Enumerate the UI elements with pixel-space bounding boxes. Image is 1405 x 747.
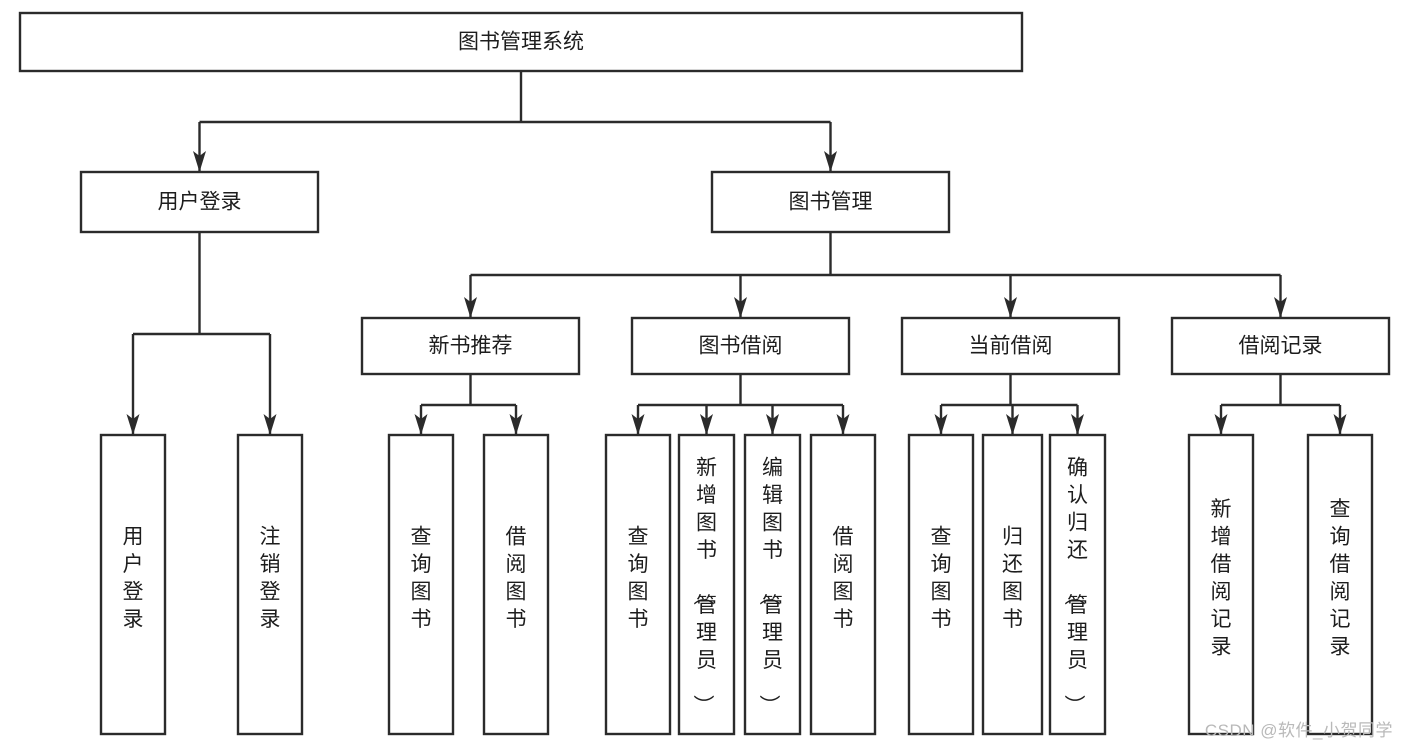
node-box <box>1187 433 1255 736</box>
node-label: 归还图书 <box>1002 525 1023 631</box>
edge-arrowhead <box>1071 414 1084 435</box>
edge-arrowhead <box>824 151 837 172</box>
node-box <box>79 170 320 234</box>
node-label: 查询借阅记录 <box>1330 498 1351 659</box>
node-label: 图书管理系统 <box>458 31 584 54</box>
node-leaf-return-book[interactable]: 归还图书 <box>981 433 1044 736</box>
node-box <box>1170 316 1391 376</box>
edge-arrowhead <box>464 297 477 318</box>
node-box <box>1306 433 1374 736</box>
node-leaf-query-book-3[interactable]: 查询图书 <box>907 433 975 736</box>
node-box <box>907 433 975 736</box>
node-box <box>809 433 877 736</box>
node-leaf-user-login[interactable]: 用户登录 <box>99 433 167 736</box>
node-leaf-confirm-return[interactable]: 确认归还（管理员） <box>1048 433 1107 736</box>
node-leaf-add-book[interactable]: 新增图书（管理员） <box>677 433 736 736</box>
node-label: 新增借阅记录 <box>1211 498 1232 659</box>
node-label: 图书管理 <box>789 191 873 214</box>
edge-arrowhead <box>126 414 140 435</box>
node-label: 当前借阅 <box>969 335 1053 358</box>
edge-arrowhead <box>766 414 779 435</box>
nodes-layer: 图书管理系统用户登录图书管理新书推荐图书借阅当前借阅借阅记录用户登录注销登录查询… <box>18 11 1391 736</box>
node-current-borrow[interactable]: 当前借阅 <box>900 316 1121 376</box>
node-leaf-borrow-book-2[interactable]: 借阅图书 <box>809 433 877 736</box>
edge-arrowhead <box>193 151 206 172</box>
node-box <box>482 433 550 736</box>
node-box <box>18 11 1024 73</box>
watermark-label: CSDN @软件_小贺同学 <box>1204 721 1393 740</box>
edge-arrowhead <box>263 414 277 435</box>
edges-layer <box>126 71 1347 435</box>
edge-arrowhead <box>1333 414 1347 435</box>
node-box <box>236 433 304 736</box>
node-user-login[interactable]: 用户登录 <box>79 170 320 234</box>
node-label: 借阅记录 <box>1239 335 1323 358</box>
edge-arrowhead <box>734 297 747 318</box>
node-leaf-borrow-book-1[interactable]: 借阅图书 <box>482 433 550 736</box>
node-leaf-add-borrow-record[interactable]: 新增借阅记录 <box>1187 433 1255 736</box>
node-label: 新书推荐 <box>429 335 513 358</box>
node-leaf-query-borrow-record[interactable]: 查询借阅记录 <box>1306 433 1374 736</box>
node-leaf-query-book-1[interactable]: 查询图书 <box>387 433 455 736</box>
edge-arrowhead <box>1214 414 1228 435</box>
node-leaf-edit-book[interactable]: 编辑图书（管理员） <box>743 433 802 736</box>
node-box <box>630 316 851 376</box>
node-box <box>677 433 736 736</box>
node-box <box>743 433 802 736</box>
node-root[interactable]: 图书管理系统 <box>18 11 1024 73</box>
node-label: 确认归还（管理员） <box>1062 457 1088 716</box>
node-box <box>710 170 951 234</box>
node-label: 新增图书（管理员） <box>691 457 717 716</box>
node-label: 编辑图书（管理员） <box>757 457 783 716</box>
node-box <box>387 433 455 736</box>
edge-arrowhead <box>1004 297 1017 318</box>
node-label: 用户登录 <box>123 525 144 631</box>
node-label: 查询图书 <box>411 525 432 631</box>
node-box <box>900 316 1121 376</box>
node-box <box>99 433 167 736</box>
node-leaf-logout-login[interactable]: 注销登录 <box>236 433 304 736</box>
node-label: 注销登录 <box>260 525 281 631</box>
edge-arrowhead <box>934 414 948 435</box>
edge-arrowhead <box>836 414 850 435</box>
edge-arrowhead <box>700 414 713 435</box>
edge-arrowhead <box>631 414 645 435</box>
edge-arrowhead <box>1006 414 1019 435</box>
edge-arrowhead <box>414 414 428 435</box>
node-box <box>360 316 581 376</box>
node-label: 查询图书 <box>628 525 649 631</box>
node-book-manage[interactable]: 图书管理 <box>710 170 951 234</box>
node-borrow-record[interactable]: 借阅记录 <box>1170 316 1391 376</box>
node-label: 用户登录 <box>158 191 242 214</box>
node-new-book-recommend[interactable]: 新书推荐 <box>360 316 581 376</box>
node-box <box>1048 433 1107 736</box>
node-leaf-query-book-2[interactable]: 查询图书 <box>604 433 672 736</box>
edge-arrowhead <box>509 414 523 435</box>
node-label: 借阅图书 <box>506 525 527 631</box>
node-label: 图书借阅 <box>699 335 783 358</box>
node-box <box>604 433 672 736</box>
node-label: 查询图书 <box>931 525 952 631</box>
node-book-borrow[interactable]: 图书借阅 <box>630 316 851 376</box>
edge-arrowhead <box>1274 297 1287 318</box>
node-box <box>981 433 1044 736</box>
node-label: 借阅图书 <box>833 525 854 631</box>
